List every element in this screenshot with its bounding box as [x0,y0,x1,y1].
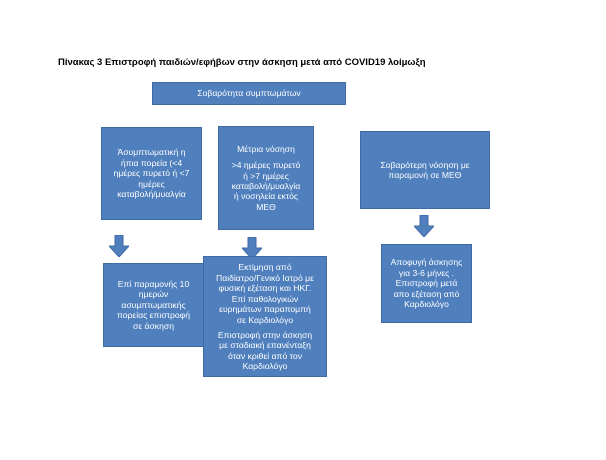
mild-outcome-line: σε άσκηση [133,320,174,331]
moderate-category-line: καταβολή/μυαλγία [231,181,301,191]
moderate-outcome-line: Καρδιολόγο [242,361,288,372]
severity-header-label: Σοβαρότητα συμπτωμάτων [197,88,301,99]
severe-category-box: Σοβαρότερη νόσηση με παραμονή σε ΜΕΘ [360,131,490,209]
moderate-category-line: ή >7 ημέρες [243,170,289,181]
moderate-category-line: ή νοσηλεία εκτός [233,191,299,202]
arrow-down-icon [414,215,434,237]
severity-header-box: Σοβαρότητα συμπτωμάτων [152,82,346,105]
mild-outcome-line: ημερών [138,289,169,300]
severe-outcome-line: απο εξέταση από [393,288,460,299]
moderate-category-box: Μέτρια νόσηση >4 ημέρες πυρετό ή >7 ημέρ… [218,126,314,230]
moderate-outcome-line: Παιδίατρο/Γενικό Ιατρό με [216,272,314,283]
severe-outcome-line: Επιστροφή μετά [395,278,458,289]
mild-category-box: Άσυμπτωματική η ήπια πορεία (<4 ημέρες π… [101,127,202,220]
severe-category-line: παραμονή σε ΜΕΘ [388,170,462,180]
moderate-category-line: Μέτρια νόσηση [237,143,295,154]
moderate-outcome-box: Εκτίμηση από Παιδίατρο/Γενικό Ιατρό με φ… [203,256,327,377]
mild-category-line: ημέρες [138,178,165,189]
moderate-outcome-line: Επιστροφή στην άσκηση [217,329,313,340]
mild-category-line: Άσυμπτωματική η [117,147,186,158]
arrow-down-icon [109,235,129,257]
mild-outcome-line: πορείας επιστροφή [116,310,191,321]
severe-outcome-box: Αποφυγή άσκησης για 3-6 μήνες . Επιστροφ… [381,244,472,323]
mild-outcome-box: Επί παραμονής 10 ημερών ασυμπτωματικής π… [103,263,204,347]
mild-category-line: ήπια πορεία (<4 [120,157,183,168]
severe-outcome-line: Καρδιολόγο [404,299,449,310]
mild-outcome-line: Επί παραμονής 10 [117,278,190,289]
moderate-outcome-line: σε Καρδιολόγο [236,314,294,325]
arrow-down-icon [242,237,262,259]
moderate-outcome-line: ευρημάτων παραπομπή [219,304,311,315]
moderate-outcome-line: Εκτίμηση από [238,262,292,273]
moderate-category-line: ΜΕΘ [256,201,276,212]
moderate-outcome-line: όταν κριθεί από τον [228,350,302,361]
moderate-category-line: >4 ημέρες πυρετό [231,160,301,171]
severe-outcome-line: Αποφυγή άσκησης [390,257,463,268]
mild-category-line: ημέρες πυρετό ή <7 [113,168,190,179]
severe-category-line: Σοβαρότερη νόσηση με [380,159,470,170]
page-title: Πίνακας 3 Επιστροφή παιδιών/εφήβων στην … [58,57,426,68]
severe-outcome-line: για 3-6 μήνες . [398,267,455,278]
moderate-outcome-line: με σταδιακή επανένταξη [219,340,311,351]
moderate-outcome-line: Επί παθολογικών [231,293,299,304]
mild-category-line: καταβολή/μυαλγία [117,189,186,200]
moderate-outcome-line: φυσική εξέταση και ΗΚΓ. [218,283,312,294]
mild-outcome-line: ασυμπτωματικής [121,299,186,310]
